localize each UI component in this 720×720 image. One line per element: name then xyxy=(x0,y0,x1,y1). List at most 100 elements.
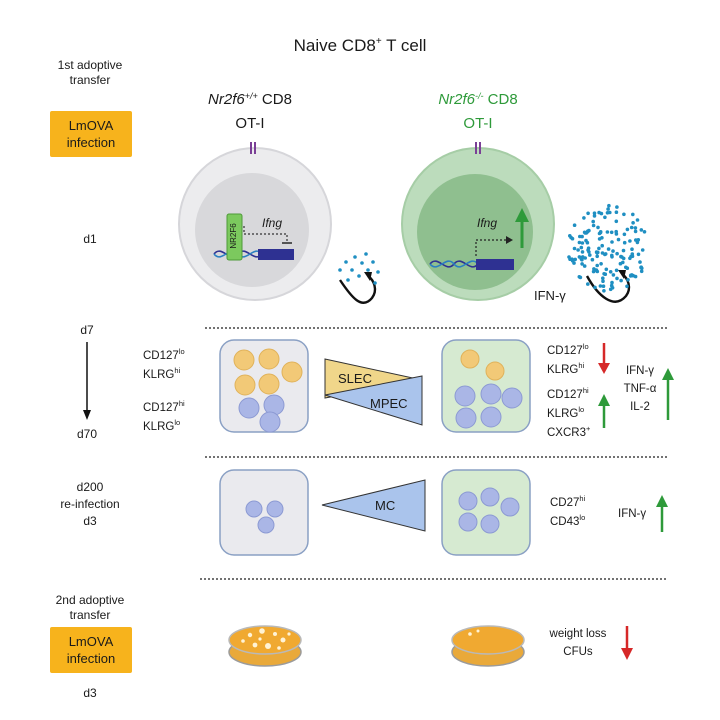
ko-memory-box xyxy=(441,469,531,556)
wt-effector-box xyxy=(219,339,309,433)
first-transfer-label: 1st adoptive transfer xyxy=(30,58,150,88)
day-d3-final: d3 xyxy=(83,686,97,700)
ko-mpec-markers: CD127hi KLRGlo CXCR3+ xyxy=(547,386,591,440)
ko-marker-cd127-lo: CD127 xyxy=(547,345,583,357)
ko-marker-cd127-hi-sup: hi xyxy=(582,386,589,395)
ko-genotype-suffix: CD8 xyxy=(483,91,518,108)
ko-marker-klrg-hi-sup: hi xyxy=(578,361,585,370)
wt-marker-klrg-lo: KLRG xyxy=(143,421,175,433)
wt-marker-klrg-hi-sup: hi xyxy=(174,366,181,375)
wt-marker-cd127-hi: CD127 xyxy=(143,402,179,414)
ko-marker-cd43-lo-sup: lo xyxy=(579,513,586,522)
wt-secretion-arrow xyxy=(339,272,377,304)
infection-box-2-line2: infection xyxy=(66,651,116,666)
ko-marker-cd43-lo: CD43 xyxy=(550,516,580,528)
green-up-arrow-phase2-markers xyxy=(598,394,610,428)
green-up-arrow-phase2-cytokines xyxy=(662,368,674,420)
ko-marker-cxcr3-sup: + xyxy=(585,424,591,433)
mc-label: MC xyxy=(375,498,396,513)
ko-activation-arrow xyxy=(475,236,513,256)
infection-box-1: LmOVA infection xyxy=(50,111,132,157)
first-transfer-line2: transfer xyxy=(69,73,111,87)
wt-genotype-label: Nr2f6+/+ CD8 xyxy=(160,90,340,109)
figure-title: Naive CD8+ T cell xyxy=(250,35,470,57)
day-d200: d200 xyxy=(76,480,104,494)
ko-marker-cd127-hi: CD127 xyxy=(547,389,583,401)
wt-marker-klrg-hi: KLRG xyxy=(143,369,175,381)
infection-box-1-line2: infection xyxy=(66,135,116,150)
reinfection-label: re-infection xyxy=(60,497,120,511)
wt-marker-cd127-hi-sup: hi xyxy=(178,399,185,408)
wt-repression-symbol xyxy=(243,226,292,244)
ko-up-arrow xyxy=(515,208,529,248)
red-down-arrow-phase4 xyxy=(621,626,633,660)
title-tail: T cell xyxy=(381,36,427,55)
time-arrow xyxy=(83,342,91,420)
cytokine-il2: IL-2 xyxy=(630,401,650,413)
wt-otI-label: OT-I xyxy=(235,115,265,132)
second-transfer-line2: transfer xyxy=(69,608,111,622)
green-up-arrow-phase3 xyxy=(656,495,668,532)
day-d1: d1 xyxy=(83,232,97,246)
infection-box-2-line1: LmOVA xyxy=(68,634,114,649)
ko-genotype-name: Nr2f6 xyxy=(438,91,475,108)
title-text: Naive CD8 xyxy=(293,36,376,55)
cfus-label: CFUs xyxy=(563,646,593,658)
title-sup: + xyxy=(375,36,382,47)
ko-petri-dish xyxy=(451,625,525,667)
day-d3-reinfection: d3 xyxy=(83,514,97,528)
cytokine-tnfa: TNF-α xyxy=(623,383,657,395)
ko-cytokine-label: IFN-γ xyxy=(534,288,566,303)
red-down-arrow-phase2 xyxy=(598,343,610,374)
second-transfer-label: 2nd adoptive transfer xyxy=(30,593,150,623)
second-transfer-line1: 2nd adoptive xyxy=(55,593,125,607)
ko-genotype-sup: -/- xyxy=(475,91,484,101)
wt-marker-cd127-lo: CD127 xyxy=(143,350,179,362)
wt-marker-cd127-lo-sup: lo xyxy=(178,347,185,356)
cytokine-ifng: IFN-γ xyxy=(625,365,655,377)
mpec-wedge xyxy=(324,375,423,426)
wt-slec-markers: CD127lo KLRGhi xyxy=(143,347,185,382)
ko-marker-klrg-hi: KLRG xyxy=(547,364,579,376)
wt-genotype-sup: +/+ xyxy=(244,91,258,101)
day-d70: d70 xyxy=(76,427,98,441)
first-transfer-line1: 1st adoptive xyxy=(57,58,123,72)
weight-loss-label: weight loss xyxy=(549,628,607,640)
wt-memory-box xyxy=(219,469,309,556)
ko-genotype-label: Nr2f6-/- CD8 xyxy=(388,90,568,109)
wt-mpec-markers: CD127hi KLRGlo xyxy=(143,399,185,434)
mc-wedge xyxy=(321,479,426,532)
nr2f6-label: NR2F6 xyxy=(229,223,238,249)
wt-genotype-name: Nr2f6 xyxy=(208,91,245,108)
ko-ifng-dots xyxy=(567,203,647,293)
wt-petri-dish xyxy=(228,625,302,667)
ko-dna xyxy=(429,259,514,270)
day-d7: d7 xyxy=(80,323,94,337)
ko-marker-klrg-lo-sup: lo xyxy=(578,405,585,414)
wt-genotype-suffix: CD8 xyxy=(257,91,292,108)
infection-box-2: LmOVA infection xyxy=(50,627,132,673)
ko-secretion-arrow xyxy=(585,270,631,303)
wt-ifng-label: Ifng xyxy=(262,216,283,230)
ko-marker-klrg-lo: KLRG xyxy=(547,408,579,420)
ko-marker-cd27-hi: CD27 xyxy=(550,497,580,509)
ko-memory-markers: CD27hi CD43lo xyxy=(550,494,586,529)
wt-marker-klrg-lo-sup: lo xyxy=(174,418,181,427)
infection-box-1-line1: LmOVA xyxy=(68,118,114,133)
ko-effector-box xyxy=(441,339,531,433)
ko-marker-cd127-lo-sup: lo xyxy=(582,342,589,351)
ko-slec-markers: CD127lo KLRGhi xyxy=(547,342,589,377)
ko-marker-cd27-hi-sup: hi xyxy=(579,494,586,503)
nr2f6-box xyxy=(226,213,243,261)
phase4-outcomes: weight loss CFUs xyxy=(540,627,616,659)
mpec-label: MPEC xyxy=(370,396,408,411)
ko-otI-label: OT-I xyxy=(463,115,493,132)
phase2-cytokines: IFN-γ TNF-α IL-2 xyxy=(620,364,660,414)
ko-ifng-label: Ifng xyxy=(477,216,498,230)
ko-marker-cxcr3: CXCR3 xyxy=(547,427,586,439)
wt-ifng-dots xyxy=(338,252,380,285)
slec-label: SLEC xyxy=(338,371,372,386)
wt-cell xyxy=(178,142,332,301)
